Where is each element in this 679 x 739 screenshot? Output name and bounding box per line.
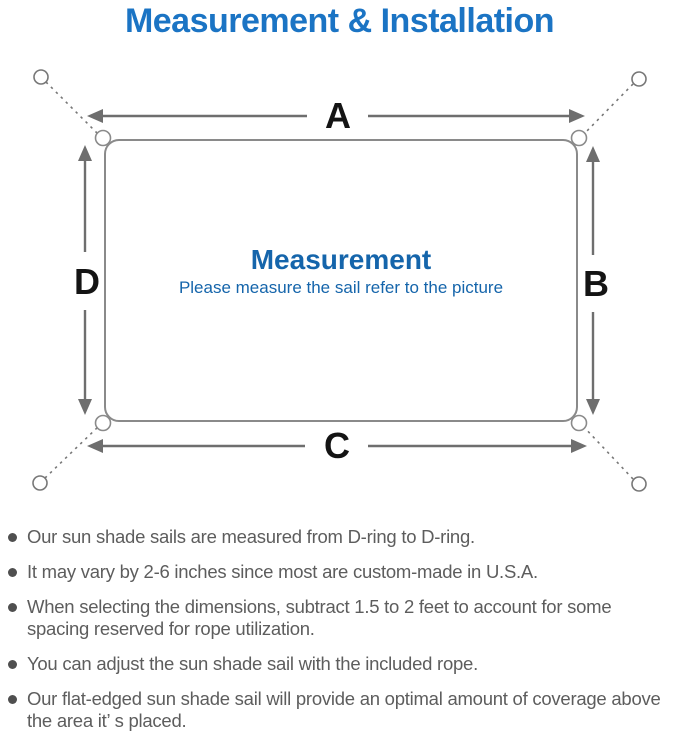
dimension-label-d: D xyxy=(74,261,100,302)
diagram-center-subtitle: Please measure the sail refer to the pic… xyxy=(179,278,503,297)
dashed-rope-bottom-left xyxy=(44,424,101,479)
d-ring-top-right-icon xyxy=(570,129,588,147)
dashed-rope-top-left xyxy=(45,81,101,137)
note-text: Our flat-edged sun shade sail will provi… xyxy=(27,688,661,731)
note-item: When selecting the dimensions, subtract … xyxy=(8,596,673,640)
dimension-arrow-left xyxy=(78,145,92,415)
dimension-arrow-top xyxy=(87,109,585,123)
note-item: Our flat-edged sun shade sail will provi… xyxy=(8,688,673,732)
anchor-point-top-right xyxy=(631,71,647,87)
anchor-point-bottom-right xyxy=(631,476,647,492)
bullet-icon xyxy=(8,603,17,612)
dimension-label-b: B xyxy=(583,263,609,304)
sail-outline xyxy=(104,139,578,422)
note-text: It may vary by 2-6 inches since most are… xyxy=(27,561,538,582)
bullet-icon xyxy=(8,695,17,704)
sail-measurement-diagram: A C D B Measurement Please measure the s… xyxy=(32,69,647,492)
dimension-label-a: A xyxy=(325,95,351,136)
note-text: You can adjust the sun shade sail with t… xyxy=(27,653,478,674)
note-text: Our sun shade sails are measured from D-… xyxy=(27,526,475,547)
dashed-rope-bottom-right xyxy=(581,424,634,480)
bullet-icon xyxy=(8,533,17,542)
notes-list: Our sun shade sails are measured from D-… xyxy=(0,526,679,739)
anchor-point-bottom-left xyxy=(32,475,48,491)
d-ring-bottom-left-icon xyxy=(94,414,112,432)
diagram-center-title: Measurement xyxy=(251,244,432,275)
page-title: Measurement & Installation xyxy=(124,2,555,40)
note-text: When selecting the dimensions, subtract … xyxy=(27,596,612,639)
d-ring-bottom-right-icon xyxy=(570,414,588,432)
note-item: You can adjust the sun shade sail with t… xyxy=(8,653,673,675)
note-item: Our sun shade sails are measured from D-… xyxy=(8,526,673,548)
anchor-point-top-left xyxy=(33,69,49,85)
d-ring-top-left-icon xyxy=(94,129,112,147)
note-item: It may vary by 2-6 inches since most are… xyxy=(8,561,673,583)
bullet-icon xyxy=(8,568,17,577)
dimension-label-c: C xyxy=(324,425,350,466)
bullet-icon xyxy=(8,660,17,669)
dimension-arrow-bottom xyxy=(87,439,587,453)
dashed-rope-top-right xyxy=(581,83,634,137)
dimension-arrow-right xyxy=(586,146,600,415)
